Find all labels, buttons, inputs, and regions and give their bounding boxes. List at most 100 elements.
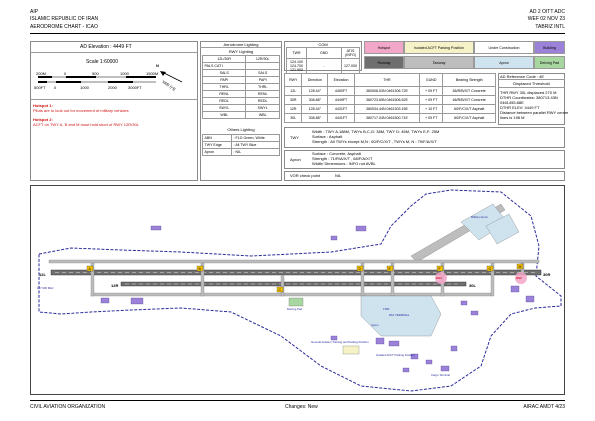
rwy-cell: 380534.44N 0461303.15E bbox=[353, 104, 421, 114]
apron-label: Apron bbox=[290, 157, 301, 162]
light-cell: THRL bbox=[201, 83, 247, 91]
twy-label-g: G bbox=[489, 267, 492, 271]
rwy-lighting-pals: PALS CAT I bbox=[201, 62, 247, 70]
legend-apron: Apron bbox=[474, 56, 534, 69]
ref-line: THR RWY 30L displaced 270 M bbox=[500, 90, 557, 95]
legend-hotspot: Hotspot bbox=[364, 41, 404, 54]
table-row: ABN: FLG Green, White bbox=[201, 134, 280, 142]
map-hotspot-2: HS2 bbox=[516, 276, 522, 280]
rwy-head-strength: Bearing Strength bbox=[442, 73, 496, 87]
table-row: 12R 128.44° 4431FT 380534.44N 0461303.15… bbox=[283, 104, 496, 114]
legend-construction: Under Construction bbox=[474, 41, 534, 54]
rwy-lighting-empty bbox=[245, 62, 280, 70]
displaced-title: Displaced Threshold bbox=[513, 81, 550, 86]
rwy-cell: 60/F/C/X/T Asphalt bbox=[442, 113, 496, 123]
other-light-key: TWY Edge bbox=[201, 141, 233, 149]
footer-amdt: AIRAC AMDT 4/23 bbox=[523, 404, 565, 410]
hotspot-1-text: Pilots are to look out for movement of m… bbox=[33, 108, 129, 113]
scale-tick-ft-1: 0 bbox=[54, 85, 57, 90]
legend-construction-label: Under Construction bbox=[488, 45, 520, 50]
section-label: AD 2 OITT ADC bbox=[529, 9, 565, 15]
scale-tick-m-3: 1000 bbox=[120, 71, 129, 76]
rwy-cell: 66/R/B/X/T Concrete bbox=[442, 95, 496, 105]
other-light-value: : All TWY Blue bbox=[231, 141, 280, 149]
vor-value: NIL bbox=[335, 173, 342, 178]
rwy-cell: 4431FT bbox=[327, 104, 355, 114]
com-atis-freq: 127.000 bbox=[341, 58, 360, 74]
light-cell: REDL bbox=[201, 97, 247, 105]
hotspot-2-title: Hotspot 2: bbox=[33, 117, 53, 122]
rwy-30l-label: 30L bbox=[469, 283, 476, 288]
com-title: COM bbox=[318, 42, 328, 47]
table-row: TWR GND ATIS (INFO) bbox=[286, 47, 360, 59]
buildings bbox=[100, 225, 535, 373]
twy-surface: Surface : Asphalt bbox=[312, 134, 343, 139]
rwy-cell: 4441FT bbox=[327, 113, 355, 123]
map-hotspot-1: HS1 bbox=[436, 276, 442, 280]
scale-label: Scale 1:60000 bbox=[86, 59, 118, 65]
table-row: 12L/30R 12R/30L bbox=[201, 55, 280, 63]
rwy-cell: 12R bbox=[283, 104, 303, 114]
apron-strength: Strength : 71/R/A/X/T , 68/F/A/X/T bbox=[312, 156, 373, 161]
publication-label: AIP bbox=[30, 9, 39, 15]
lighting-title: Aerodrome Lighting bbox=[223, 42, 259, 47]
legend-isolated: Isolated ACFT Parking Position bbox=[404, 41, 474, 54]
map-cargo-label: Cargo Terminal bbox=[431, 373, 450, 377]
elevation-box bbox=[30, 41, 198, 181]
ref-code-title: AD Reference Code : 4E bbox=[500, 74, 545, 79]
north-arrow-icon bbox=[160, 71, 183, 83]
rwy-lighting-title: RWY Lighting bbox=[228, 49, 254, 54]
rwy-cell: + 09 FT bbox=[419, 95, 444, 105]
com-twr-freq: 124.100 124.700 121.900 bbox=[286, 58, 307, 74]
ref-divider bbox=[498, 79, 565, 80]
light-cell: WBL bbox=[245, 111, 280, 119]
effective-date: WEF 02 NOV 23 bbox=[527, 16, 565, 22]
twy-label-e: E bbox=[389, 267, 392, 271]
rwy-head-rwy: RWY bbox=[283, 73, 303, 87]
map-pax-label: PAX TERMINAL bbox=[389, 313, 410, 317]
apron-width: Width/ Dimensions : INFO not AVBL bbox=[312, 161, 376, 166]
rwy-cell: 4449FT bbox=[327, 95, 355, 105]
rwy-cell: + 09 FT bbox=[419, 113, 444, 123]
map-training-label: General Aviation Training and Parking Po… bbox=[311, 340, 369, 344]
rwy-head-gund: GUND bbox=[419, 73, 444, 87]
rwy-12r-label: 12R bbox=[111, 283, 118, 288]
rwy-head-direction: Direction bbox=[301, 73, 329, 87]
map-twr-label: TWR bbox=[383, 307, 389, 311]
scale-tick-ft-0: 500FT bbox=[34, 85, 46, 90]
hotspot-1-title: Hotspot 1: bbox=[33, 103, 53, 108]
rwy-cell: 128.44° bbox=[301, 104, 329, 114]
ref-divider-2 bbox=[498, 87, 565, 88]
ref-code-box bbox=[498, 73, 565, 125]
legend-runway: Runway bbox=[364, 56, 404, 69]
ref-line: 0461455.88E bbox=[500, 100, 524, 105]
legend-deicing-label: Deicing Pad bbox=[539, 60, 560, 65]
table-row: PALS CAT I bbox=[201, 62, 280, 70]
light-cell: SALS bbox=[245, 69, 280, 77]
apron-surface: Surface : Concrete, Asphalt bbox=[312, 151, 361, 156]
footer-changes: Changes: New bbox=[285, 404, 318, 410]
lighting-divider-1 bbox=[200, 47, 282, 48]
light-cell: WBL bbox=[201, 111, 247, 119]
hotspot-marker bbox=[435, 272, 447, 284]
twy-label-a: A bbox=[89, 267, 92, 271]
header-divider bbox=[30, 33, 565, 34]
rwy-cell: 60/F/C/X/T Asphalt bbox=[442, 104, 496, 114]
twy-strength: Strength : All TWYs except M,N : 60/F/C/… bbox=[312, 139, 437, 144]
com-gnd-freq: - bbox=[306, 58, 342, 74]
scale-tick-ft-3: 2000 bbox=[108, 85, 117, 90]
rwy-lighting-head-12r: 12R/30L bbox=[245, 55, 280, 63]
aerodrome-boundary bbox=[38, 189, 562, 392]
taxiway-signs bbox=[86, 263, 524, 293]
apron-east bbox=[485, 213, 520, 245]
rwy-cell: 128.44° bbox=[301, 86, 329, 96]
light-cell: PAPI bbox=[201, 76, 247, 84]
apron-south bbox=[360, 295, 442, 337]
light-cell: REDL bbox=[245, 97, 280, 105]
twy-label-c: C bbox=[279, 288, 282, 292]
isolated-parking bbox=[342, 345, 360, 355]
legend-building: Building bbox=[534, 41, 565, 54]
